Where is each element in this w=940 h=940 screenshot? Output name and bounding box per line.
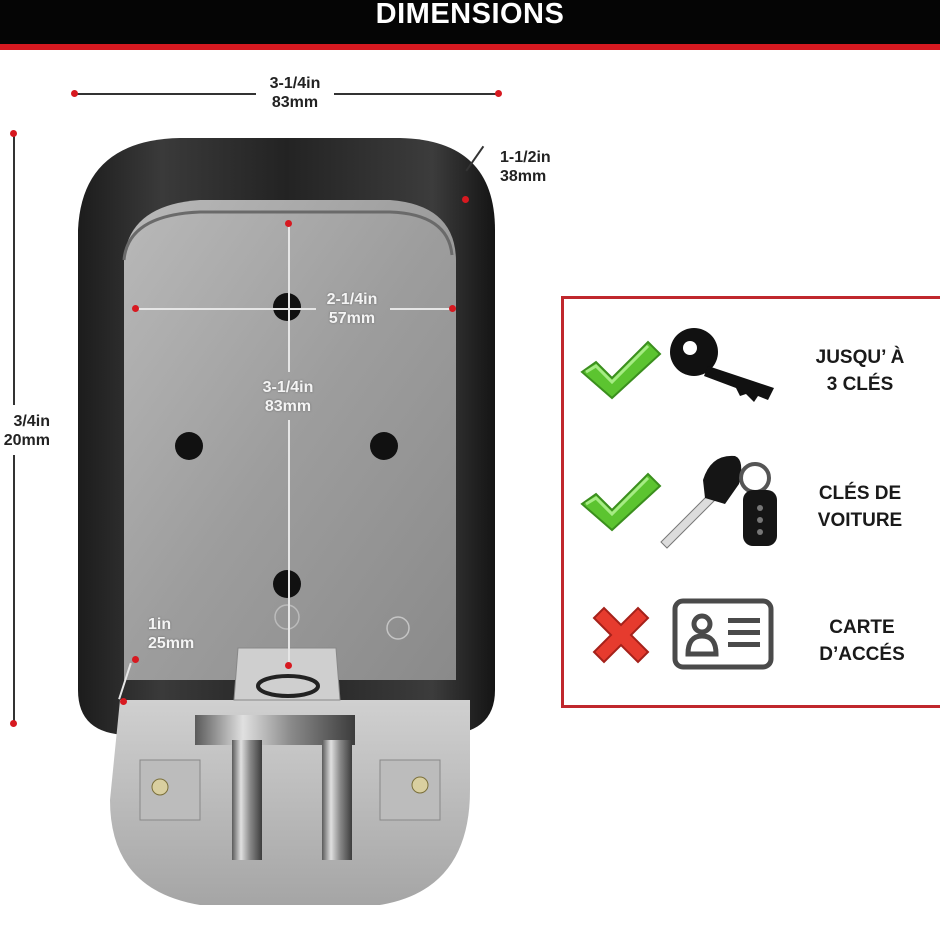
height-label: 3/4in 20mm <box>0 412 50 450</box>
inner-width-imperial: 2-1/4in <box>326 291 378 308</box>
depth-imperial: 1-1/2in <box>500 149 551 166</box>
feature-keys-line2: 3 CLÉS <box>826 374 894 395</box>
base-imperial: 1in <box>148 616 172 633</box>
height-imperial: 3/4in <box>13 413 50 430</box>
width-marker-right <box>495 90 502 97</box>
inner-height-line-top <box>288 224 290 372</box>
inner-height-imperial: 3-1/4in <box>262 379 314 396</box>
height-marker-bottom <box>10 720 17 727</box>
depth-label: 1-1/2in 38mm <box>500 148 570 186</box>
height-metric: 20mm <box>3 432 50 449</box>
car-key-icon <box>660 455 777 549</box>
inner-height-marker-top <box>285 220 292 227</box>
inner-width-line-left <box>136 308 316 310</box>
header-bar <box>0 0 940 44</box>
inner-width-label: 2-1/4in 57mm <box>312 290 392 328</box>
cross-icon <box>592 606 650 664</box>
inner-height-label: 3-1/4in 83mm <box>248 378 328 416</box>
feature-access-card-line1: CARTE <box>829 617 895 638</box>
inner-width-metric: 57mm <box>328 310 376 327</box>
depth-marker <box>462 196 469 203</box>
width-dimension-line-right <box>334 93 498 95</box>
lockbox-illustration <box>78 138 495 905</box>
inner-height-metric: 83mm <box>264 398 312 415</box>
base-marker-top <box>132 656 139 663</box>
base-metric: 25mm <box>148 635 195 652</box>
height-marker-top <box>10 130 17 137</box>
check-icon <box>580 472 662 532</box>
width-label: 3-1/4in 83mm <box>255 74 335 112</box>
feature-label-car-keys: CLÉS DE VOITURE <box>795 480 925 534</box>
feature-label-keys: JUSQU’ À 3 CLÉS <box>795 344 925 398</box>
inner-width-line-right <box>390 308 452 310</box>
width-dimension-line-left <box>74 93 256 95</box>
height-dimension-line-top <box>13 133 15 405</box>
height-dimension-line-bottom <box>13 455 15 723</box>
feature-keys-line1: JUSQU’ À <box>815 347 905 368</box>
page-title: DIMENSIONS <box>375 0 565 30</box>
feature-car-keys-line2: VOITURE <box>817 510 903 531</box>
depth-metric: 38mm <box>500 168 547 185</box>
width-marker-left <box>71 90 78 97</box>
inner-height-line-bottom <box>288 420 290 665</box>
check-icon <box>580 340 662 400</box>
width-imperial: 3-1/4in <box>269 75 321 92</box>
inner-width-marker-right <box>449 305 456 312</box>
feature-car-keys-line1: CLÉS DE <box>818 483 902 504</box>
inner-height-marker-bottom <box>285 662 292 669</box>
feature-label-access-card: CARTE D’ACCÉS <box>797 614 927 668</box>
id-card-icon <box>672 598 774 670</box>
header-accent-stripe <box>0 44 940 50</box>
base-marker-bottom <box>120 698 127 705</box>
feature-access-card-line2: D’ACCÉS <box>819 644 905 665</box>
inner-width-marker-left <box>132 305 139 312</box>
width-metric: 83mm <box>271 94 319 111</box>
key-icon <box>670 328 774 402</box>
base-label: 1in 25mm <box>148 615 208 653</box>
